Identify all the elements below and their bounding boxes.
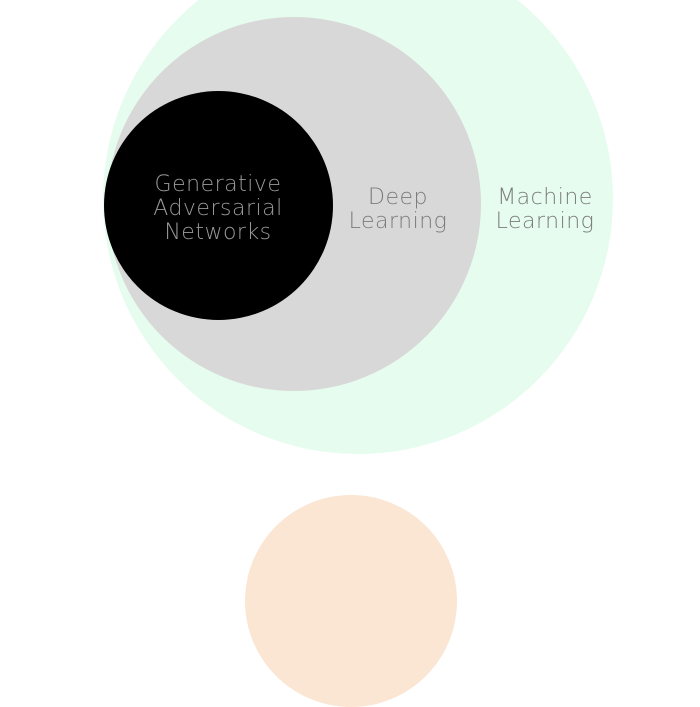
- machine-learning-label: Machine Learning: [480, 186, 610, 234]
- gan-label: Generative Adversarial Networks: [128, 173, 308, 245]
- machine-learning-label-line-1: Machine: [497, 185, 593, 210]
- deep-learning-label-line-1: Deep: [368, 185, 428, 210]
- deep-learning-label-line-2: Learning: [348, 209, 448, 234]
- gan-label-line-2: Adversarial: [153, 196, 283, 221]
- gan-label-line-3: Networks: [164, 220, 272, 245]
- bottom-partial-circle: [245, 495, 457, 707]
- machine-learning-label-line-2: Learning: [495, 209, 595, 234]
- gan-label-line-1: Generative: [154, 172, 282, 197]
- deep-learning-label: Deep Learning: [333, 186, 463, 234]
- gan-circle: [104, 91, 333, 320]
